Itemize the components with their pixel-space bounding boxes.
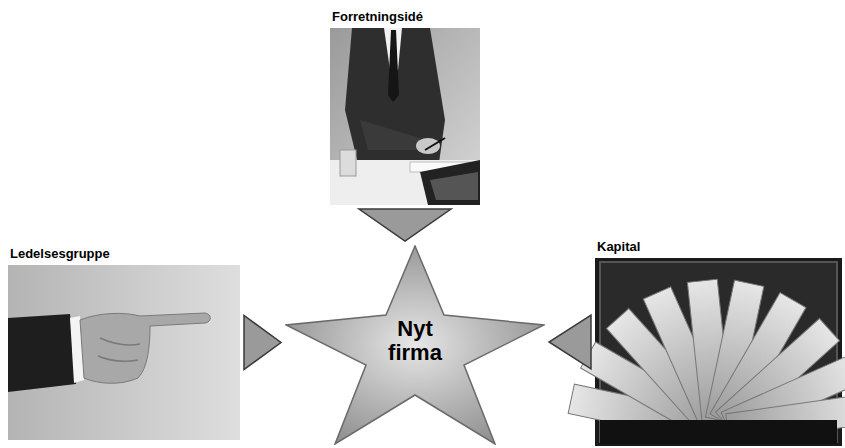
photo-heading: Ledelsesgruppe (8, 245, 240, 263)
photo-node: Kapital (595, 238, 842, 446)
photo-node: Forretningsidé (330, 8, 480, 205)
arrow-connector (549, 315, 591, 369)
photo-heading: Forretningsidé (330, 8, 480, 26)
sleeve (8, 314, 76, 392)
pointing-hand-photo (8, 265, 240, 440)
business-photo (330, 28, 480, 205)
briefcase-base (600, 420, 837, 444)
hand (80, 313, 210, 383)
arrow-triangle (549, 315, 591, 369)
tie (388, 30, 399, 102)
finger-fold (100, 338, 140, 345)
arrow-triangle (244, 316, 281, 370)
arrow-triangle (359, 209, 451, 241)
suit (345, 28, 445, 172)
star-node: Nyt firma (285, 245, 545, 445)
arrow-connector (244, 316, 281, 370)
photo-node: Ledelsesgruppe (8, 245, 240, 440)
arrow-connector (359, 209, 451, 241)
photo-heading: Kapital (595, 238, 842, 256)
briefcase-inside (430, 172, 478, 200)
star-outline (286, 246, 544, 444)
photo-ground (330, 28, 480, 205)
money-briefcase-photo (568, 258, 845, 446)
briefcase (420, 160, 480, 205)
finger-fold (98, 356, 138, 361)
glass (340, 150, 356, 176)
node-label: Nyt firma (383, 317, 447, 365)
hand (416, 138, 440, 154)
photo-ground (8, 265, 240, 440)
pen (425, 138, 445, 150)
money-fan (568, 279, 845, 443)
